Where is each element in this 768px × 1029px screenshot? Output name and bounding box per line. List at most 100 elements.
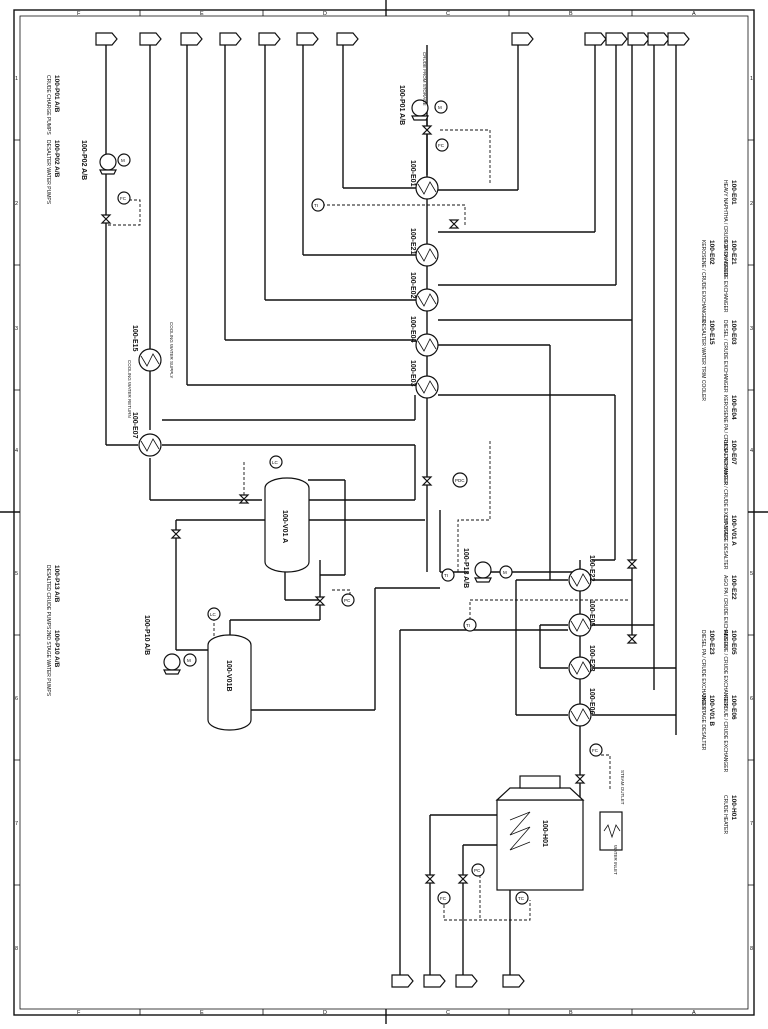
pump-p02[interactable]: M — [99, 153, 131, 175]
offpage-connector[interactable] — [391, 974, 414, 988]
control-valve[interactable] — [424, 874, 436, 884]
offpage-connector[interactable] — [95, 32, 118, 46]
row-label: 4 — [15, 448, 18, 454]
tag-e23: 100-E23 — [588, 645, 595, 672]
exchanger-e21[interactable] — [415, 243, 439, 267]
control-valve[interactable] — [626, 559, 638, 569]
offpage-connector[interactable] — [296, 32, 319, 46]
control-valve[interactable] — [170, 529, 182, 539]
col-label: F — [77, 1010, 81, 1016]
legend-tag: 100-E03 — [730, 320, 737, 345]
control-valve[interactable] — [448, 219, 460, 229]
legend-desc: KEROSENE / CRUDE EXCHANGER — [700, 240, 706, 323]
level-controller[interactable]: LC — [207, 607, 221, 621]
pump-legend-desc: DESALTED CRUDE PUMPS — [45, 565, 51, 630]
svg-text:PDC: PDC — [455, 478, 465, 483]
pressure-controller[interactable]: PC — [471, 863, 485, 877]
desalter-v01a[interactable] — [264, 477, 310, 573]
legend-tag: 100-E02 — [708, 240, 715, 265]
pressure-controller[interactable]: PC — [341, 593, 355, 607]
offpage-connector[interactable] — [139, 32, 162, 46]
offpage-connector[interactable] — [423, 974, 446, 988]
desalter-v01b[interactable] — [207, 634, 252, 731]
exchanger-e22[interactable] — [568, 568, 592, 592]
level-controller[interactable]: LC — [269, 455, 283, 469]
row-label: 3 — [15, 326, 18, 332]
exchanger-e02[interactable] — [415, 288, 439, 312]
control-valve[interactable] — [421, 476, 433, 486]
pumps: M M M M — [99, 99, 513, 675]
offpage-connector[interactable] — [584, 32, 607, 46]
exchanger-e15[interactable] — [138, 348, 162, 372]
exchanger-e05[interactable] — [568, 613, 592, 637]
tag-v01a: 100-V01 A — [281, 510, 288, 543]
row-label: 2 — [15, 201, 18, 207]
flow-controller[interactable]: FC — [435, 138, 449, 152]
exchanger-e01[interactable] — [415, 176, 439, 200]
pump-legend-desc: CRUDE CHARGE PUMPS — [45, 75, 51, 135]
offpage-connector[interactable] — [219, 32, 242, 46]
pump-p01[interactable]: M — [411, 99, 448, 121]
control-valve[interactable] — [314, 596, 326, 606]
offpage-connector[interactable] — [258, 32, 281, 46]
legend-desc: DESALTER WATER / CRUDE EXCHANGER — [722, 440, 728, 540]
offpage-connector[interactable] — [511, 32, 534, 46]
temperature-indicator[interactable]: TI — [463, 618, 477, 632]
exchanger-e03[interactable] — [415, 375, 439, 399]
col-label: B — [569, 11, 573, 17]
control-valve[interactable] — [100, 214, 112, 224]
exchanger-e04[interactable] — [415, 333, 439, 357]
control-valve[interactable] — [457, 874, 469, 884]
tag-h01: 100-H01 — [541, 820, 548, 847]
offpage-connector[interactable] — [502, 974, 525, 988]
control-valve[interactable] — [626, 634, 638, 644]
tag-e01: 100-E01 — [409, 160, 416, 187]
tag-e07: 100-E07 — [131, 412, 138, 439]
offpage-connector[interactable] — [627, 32, 650, 46]
offpage-connector[interactable] — [667, 32, 690, 46]
heater-h01[interactable] — [495, 775, 623, 891]
flow-controller[interactable]: FC — [117, 191, 131, 205]
pressure-controller[interactable]: PDC — [452, 472, 468, 488]
offpage-connector[interactable] — [455, 974, 478, 988]
pump-p13[interactable]: M — [474, 561, 513, 583]
offpage-connector[interactable] — [605, 32, 628, 46]
tag-p10: 100-P10 A/B — [143, 615, 150, 655]
legend-tag: 100-E15 — [708, 320, 715, 345]
svg-text:LC: LC — [210, 612, 217, 617]
svg-text:TI: TI — [444, 573, 448, 578]
col-label: D — [323, 11, 327, 17]
note-water-inlet: WATER INLET — [613, 845, 618, 875]
offpage-connector[interactable] — [647, 32, 670, 46]
stream-annotations: CRUDE FROM STORAGE COOLING WATER SUPPLY … — [127, 52, 625, 875]
temperature-indicator[interactable]: TI — [311, 198, 325, 212]
pump-p10[interactable]: M — [163, 653, 197, 675]
exchanger-e23[interactable] — [568, 656, 592, 680]
legend-desc: CRUDE HEATER — [722, 795, 728, 834]
flow-controller[interactable]: FC — [437, 891, 451, 905]
row-label: 2 — [750, 201, 753, 207]
exchanger-e06[interactable] — [568, 703, 592, 727]
control-valve[interactable] — [574, 774, 586, 784]
svg-text:LC: LC — [272, 460, 279, 465]
row-label: 5 — [15, 571, 18, 577]
legend-tag: 100-E06 — [730, 695, 737, 720]
col-label: E — [200, 11, 204, 17]
col-label: F — [77, 11, 81, 17]
row-label: 1 — [750, 76, 753, 82]
col-label: C — [446, 11, 450, 17]
control-valve[interactable] — [238, 494, 250, 504]
flow-controller[interactable]: FC — [589, 743, 603, 757]
tag-e04: 100-E04 — [409, 316, 416, 343]
offpage-connector[interactable] — [180, 32, 203, 46]
control-valve[interactable] — [421, 125, 433, 135]
col-label: C — [446, 1010, 450, 1016]
temperature-controller[interactable]: TC — [515, 891, 529, 905]
exchanger-e07[interactable] — [138, 433, 162, 457]
legend-tag: 100-E04 — [730, 395, 737, 420]
legend-desc: TOP PA / CRUDE EXCHANGER — [722, 240, 728, 313]
temperature-indicator[interactable]: TI — [441, 568, 455, 582]
offpage-connector[interactable] — [336, 32, 359, 46]
